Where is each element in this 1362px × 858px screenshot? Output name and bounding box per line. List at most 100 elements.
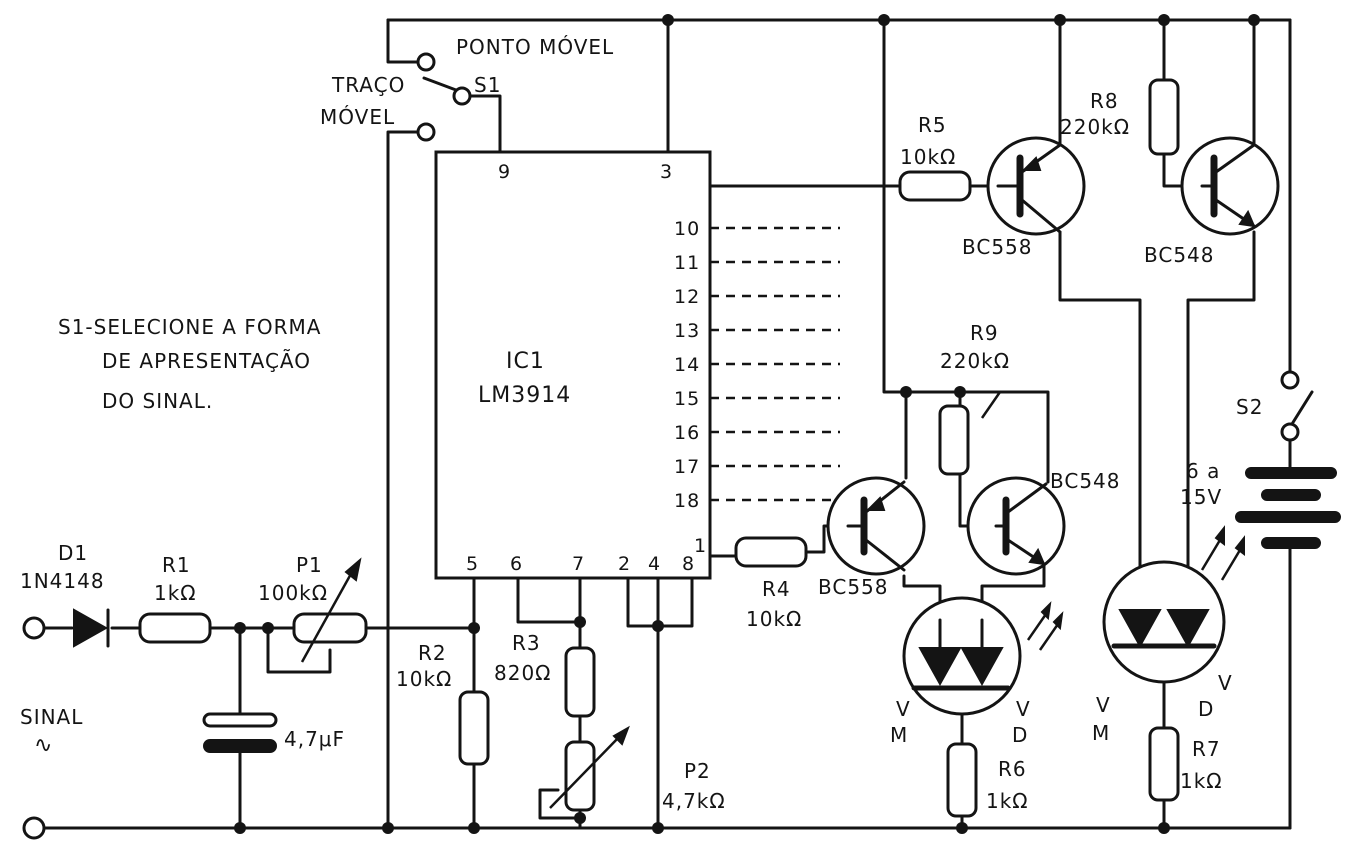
resistor-r7	[1148, 726, 1180, 802]
input-terminal	[22, 616, 46, 640]
resistor-r3	[564, 646, 596, 718]
capacitor-c1	[202, 712, 278, 753]
led2-v-label: V	[1096, 693, 1111, 717]
ic-pin-10: 10	[674, 218, 700, 240]
r9-value-label: 220kΩ	[940, 349, 1010, 373]
r2-value-label: 10kΩ	[396, 667, 452, 691]
led1-d-label: D	[1012, 723, 1028, 747]
r9-pointer	[980, 391, 1002, 419]
ic-pin-2: 2	[618, 553, 631, 575]
note-line-1: S1-SELECIONE A FORMA	[58, 315, 321, 339]
ic-pin-16: 16	[674, 422, 700, 444]
potentiometer-p2	[549, 725, 630, 812]
p2-ref-label: P2	[684, 759, 711, 783]
q-bot-pnp-label: BC558	[818, 575, 889, 599]
r7-ref-label: R7	[1192, 737, 1221, 761]
s2-label: S2	[1236, 395, 1263, 419]
led1-v2-label: V	[1016, 697, 1031, 721]
r1-value-label: 1kΩ	[154, 581, 197, 605]
q-bot-npn-label: BC548	[1050, 469, 1121, 493]
r5-ref-label: R5	[918, 113, 947, 137]
ic-pin-7: 7	[572, 553, 585, 575]
ic-output-leads	[710, 226, 840, 502]
ic-pin-18: 18	[674, 490, 700, 512]
led2-v2-label: V	[1218, 671, 1233, 695]
r1-ref-label: R1	[162, 553, 191, 577]
resistor-r2	[458, 690, 490, 766]
resistor-r6	[946, 742, 978, 818]
p2-value-label: 4,7kΩ	[662, 789, 726, 813]
q-top-npn-label: BC548	[1144, 243, 1215, 267]
ic-pin-14: 14	[674, 354, 700, 376]
r9-ref-label: R9	[970, 321, 999, 345]
ic-part-label: LM3914	[478, 383, 571, 408]
input-ac-symbol: ∿	[34, 733, 53, 758]
led-bicolor-upper	[1102, 525, 1245, 684]
supply-label-1: 6 a	[1186, 459, 1220, 483]
d1-part-label: 1N4148	[20, 569, 105, 593]
ic-pin-3: 3	[660, 161, 673, 183]
resistor-r5	[898, 170, 972, 202]
r4-ref-label: R4	[762, 577, 791, 601]
ic-right-pins: 10 11 12 13 14 15 16 17 18	[674, 218, 700, 512]
transistor-bc558-lower	[826, 476, 926, 576]
ic-pin-12: 12	[674, 286, 700, 308]
r8-ref-label: R8	[1090, 89, 1119, 113]
r2-ref-label: R2	[418, 641, 447, 665]
note-line-3: DO SINAL.	[102, 389, 213, 413]
r6-ref-label: R6	[998, 757, 1027, 781]
r3-ref-label: R3	[512, 631, 541, 655]
resistor-r1	[138, 612, 212, 644]
input-label: SINAL	[20, 705, 83, 729]
ic-pin-8: 8	[682, 553, 695, 575]
cap-value-label: 4,7μF	[284, 727, 345, 751]
r6-value-label: 1kΩ	[986, 789, 1029, 813]
ground-terminal	[22, 816, 46, 840]
ic-pin-5: 5	[466, 553, 479, 575]
transistor-bc548-lower	[966, 476, 1066, 576]
ic-pin-1: 1	[694, 535, 707, 557]
ic-pin-11: 11	[674, 252, 700, 274]
ic-pin-9: 9	[498, 161, 511, 183]
potentiometer-p1	[292, 557, 368, 663]
led-bicolor-lower	[902, 596, 1064, 716]
ic-ref-label: IC1	[506, 349, 545, 374]
led1-m-label: M	[890, 723, 908, 747]
ic-pin-17: 17	[674, 456, 700, 478]
s1-mode-dot-label: PONTO MÓVEL	[456, 35, 614, 59]
led2-m-label: M	[1092, 721, 1110, 745]
r5-value-label: 10kΩ	[900, 145, 956, 169]
led2-d-label: D	[1198, 697, 1214, 721]
r7-value-label: 1kΩ	[1180, 769, 1223, 793]
supply-label-2: 15V	[1180, 485, 1222, 509]
r4-value-label: 10kΩ	[746, 607, 802, 631]
switch-s1	[416, 52, 472, 142]
ic-pin-6: 6	[510, 553, 523, 575]
resistor-r4	[734, 536, 808, 568]
q-top-pnp-label: BC558	[962, 235, 1033, 259]
s1-mode-bar-label-1: TRAÇO	[331, 73, 405, 97]
r8-value-label: 220kΩ	[1060, 115, 1130, 139]
ic-pin-4: 4	[648, 553, 661, 575]
p1-value-label: 100kΩ	[258, 581, 328, 605]
switch-s2	[1280, 370, 1314, 442]
transistor-bc558-upper	[986, 136, 1086, 236]
d1-ref-label: D1	[58, 541, 88, 565]
junction-dots	[234, 14, 1260, 834]
ic1-lm3914	[434, 150, 712, 580]
s1-label: S1	[474, 73, 501, 97]
ic-pin-15: 15	[674, 388, 700, 410]
battery	[1235, 467, 1341, 549]
p1-ref-label: P1	[296, 553, 323, 577]
transistor-bc548-upper	[1180, 136, 1280, 236]
diode-d1	[73, 608, 110, 648]
resistor-r9	[938, 404, 970, 476]
note-line-2: DE APRESENTAÇÃO	[102, 349, 311, 373]
ic-pin-13: 13	[674, 320, 700, 342]
led1-v-label: V	[896, 697, 911, 721]
s1-mode-bar-label-2: MÓVEL	[320, 105, 395, 129]
r3-value-label: 820Ω	[494, 661, 551, 685]
resistor-r8	[1148, 78, 1180, 156]
